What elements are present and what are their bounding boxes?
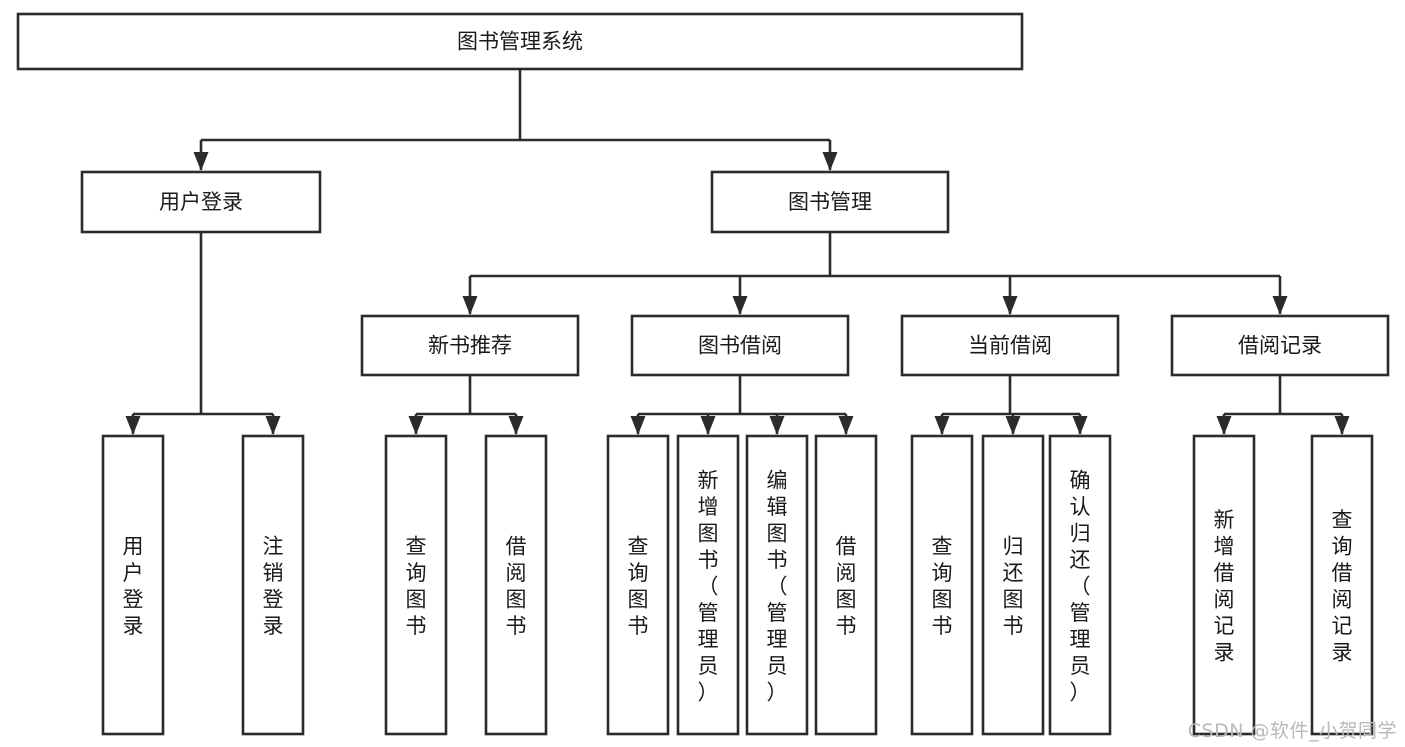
node-label: 确认归还（管理员） [1070, 468, 1091, 704]
node-label: 借阅图书 [506, 535, 527, 639]
node-label: 查询图书 [628, 535, 649, 639]
node-book-management[interactable]: 图书管理 [710, 170, 950, 234]
node-label: 图书管理 [788, 190, 872, 214]
node-box [16, 12, 1024, 71]
node-box [484, 434, 548, 736]
arrow-head-icon [838, 416, 854, 435]
csdn-watermark: CSDN @软件_小贺同学 [1187, 720, 1397, 742]
edges-layer [125, 69, 1350, 435]
node-borrow-record[interactable]: 借阅记录 [1170, 314, 1390, 377]
node-leaf-return-book[interactable]: 归还图书 [981, 434, 1045, 736]
arrow-head-icon [1216, 416, 1232, 435]
node-leaf-borrow-book-bb[interactable]: 借阅图书 [814, 434, 878, 736]
arrow-head-icon [408, 416, 424, 435]
node-label: 用户登录 [159, 190, 243, 214]
node-leaf-query-borrow-record[interactable]: 查询借阅记录 [1310, 434, 1374, 736]
arrow-head-icon [462, 296, 478, 315]
node-box [80, 170, 322, 234]
node-box [360, 314, 580, 377]
arrow-head-icon [1272, 296, 1288, 315]
node-leaf-query-book-nbr[interactable]: 查询图书 [384, 434, 448, 736]
node-leaf-user-login[interactable]: 用户登录 [101, 434, 165, 736]
arrow-head-icon [700, 416, 716, 435]
node-label: 借阅图书 [836, 535, 857, 639]
node-label: 图书借阅 [698, 334, 782, 358]
node-box [1170, 314, 1390, 377]
node-box [710, 170, 950, 234]
node-label: 查询图书 [406, 535, 427, 639]
arrow-head-icon [125, 416, 141, 435]
node-box [101, 434, 165, 736]
node-leaf-query-book-cb[interactable]: 查询图书 [910, 434, 974, 736]
node-box [910, 434, 974, 736]
node-new-book-recommend[interactable]: 新书推荐 [360, 314, 580, 377]
node-root[interactable]: 图书管理系统 [16, 12, 1024, 71]
node-label: 编辑图书（管理员） [767, 468, 788, 704]
node-label: 新增图书（管理员） [698, 468, 719, 704]
node-box [384, 434, 448, 736]
arrow-head-icon [1002, 296, 1018, 315]
node-label: 查询借阅记录 [1332, 508, 1353, 665]
node-box [606, 434, 670, 736]
node-leaf-edit-book-admin[interactable]: 编辑图书（管理员） [745, 434, 809, 736]
node-leaf-borrow-book-nbr[interactable]: 借阅图书 [484, 434, 548, 736]
arrow-head-icon [1334, 416, 1350, 435]
node-box [1192, 434, 1256, 736]
node-label: 归还图书 [1003, 535, 1024, 639]
node-leaf-add-borrow-record[interactable]: 新增借阅记录 [1192, 434, 1256, 736]
node-leaf-query-book-bb[interactable]: 查询图书 [606, 434, 670, 736]
node-label: 用户登录 [123, 535, 144, 639]
arrow-head-icon [732, 296, 748, 315]
arrow-head-icon [934, 416, 950, 435]
arrow-head-icon [769, 416, 785, 435]
nodes-layer: 图书管理系统用户登录图书管理新书推荐图书借阅当前借阅借阅记录用户登录注销登录查询… [16, 12, 1390, 736]
node-box [814, 434, 878, 736]
node-label: 新增借阅记录 [1214, 508, 1235, 665]
arrow-head-icon [1005, 416, 1021, 435]
arrow-head-icon [1072, 416, 1088, 435]
arrow-head-icon [508, 416, 524, 435]
node-leaf-add-book-admin[interactable]: 新增图书（管理员） [676, 434, 740, 736]
node-label: 查询图书 [932, 535, 953, 639]
node-box [630, 314, 850, 377]
node-leaf-logout[interactable]: 注销登录 [241, 434, 305, 736]
node-label: 当前借阅 [968, 334, 1052, 358]
node-current-borrow[interactable]: 当前借阅 [900, 314, 1120, 377]
node-box [676, 434, 740, 736]
node-label: 借阅记录 [1238, 334, 1322, 358]
node-box [241, 434, 305, 736]
arrow-head-icon [265, 416, 281, 435]
node-box [900, 314, 1120, 377]
node-leaf-confirm-return-admin[interactable]: 确认归还（管理员） [1048, 434, 1112, 736]
arrow-head-icon [193, 152, 209, 171]
node-box [1048, 434, 1112, 736]
node-label: 注销登录 [263, 535, 284, 639]
arrow-head-icon [630, 416, 646, 435]
node-user-login[interactable]: 用户登录 [80, 170, 322, 234]
node-book-borrow[interactable]: 图书借阅 [630, 314, 850, 377]
node-box [1310, 434, 1374, 736]
node-box [745, 434, 809, 736]
node-label: 新书推荐 [428, 334, 512, 358]
arrow-head-icon [822, 152, 838, 171]
node-box [981, 434, 1045, 736]
node-label: 图书管理系统 [457, 30, 583, 54]
